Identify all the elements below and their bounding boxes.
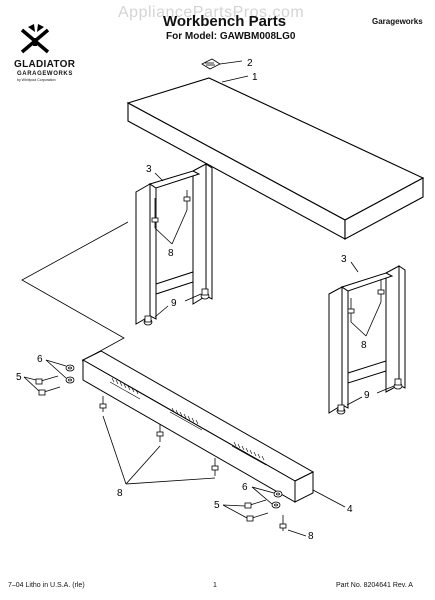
left-washers (45, 359, 75, 384)
callout-8-right-leg: 8 (361, 340, 367, 351)
callout-9-right-leg: 9 (364, 390, 370, 401)
callout-9-left-leg: 9 (171, 298, 177, 309)
right-screw (279, 515, 307, 537)
callout-8-right: 8 (308, 531, 314, 542)
logo-name: GLADIATOR (14, 59, 76, 70)
footer-litho: 7–04 Litho in U.S.A. (rle) (8, 582, 85, 589)
right-leg-feet (336, 378, 403, 415)
right-leg-frame (328, 265, 406, 414)
left-leg-screws (151, 190, 191, 245)
right-leg-screws (347, 280, 385, 337)
callout-3-right: 3 (341, 254, 347, 265)
callout-6-right: 6 (242, 482, 248, 493)
callout-6-left: 6 (37, 354, 43, 365)
callout-5-right: 5 (214, 500, 220, 511)
front-rail (81, 350, 315, 503)
alignment-outline (21, 221, 129, 362)
left-leg-frame (135, 163, 213, 325)
left-bolts (23, 375, 61, 396)
right-washers (251, 486, 283, 509)
model-number: For Model: GAWBM008LG0 (166, 31, 296, 42)
logo-subtitle: GARAGEWORKS (17, 71, 73, 77)
brand-label: Garageworks (372, 17, 423, 26)
logo-tagline: by Whirlpool Corporation (17, 78, 56, 82)
workbench-top (126, 77, 425, 240)
page-title: Workbench Parts (163, 13, 287, 30)
left-leg-feet (143, 288, 210, 326)
rail-slots (109, 377, 267, 466)
footer-part-number: Part No. 8204641 Rev. A (336, 582, 413, 589)
right-bolts (222, 499, 269, 522)
callout-3-left: 3 (146, 164, 152, 175)
callout-4: 4 (347, 504, 353, 515)
callout-1: 1 (252, 72, 258, 83)
callout-2: 2 (247, 58, 253, 69)
callout-5-left: 5 (16, 372, 22, 383)
callout-8-rail: 8 (117, 488, 123, 499)
rail-screws (99, 396, 219, 485)
watermark-text: AppliancePartsPros.com (118, 4, 305, 21)
footer-page-number: 1 (213, 582, 217, 589)
callout-8-left-leg: 8 (168, 248, 174, 259)
top-label-marker (201, 58, 243, 70)
gladiator-logo-icon (20, 24, 50, 54)
